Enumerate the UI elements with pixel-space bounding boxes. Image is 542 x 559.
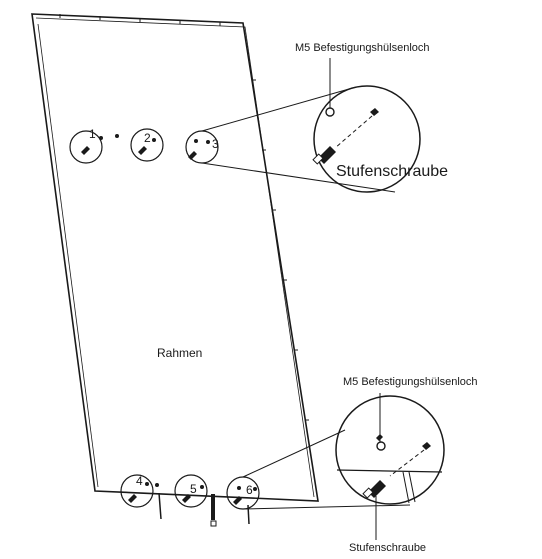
bottom-callout-label: M5 Befestigungshülsenloch [343,376,478,388]
svg-text:5: 5 [190,482,197,496]
hole-dot [155,483,159,487]
hole-dot [115,134,119,138]
bottom-detail-label: Stufenschraube [349,542,426,554]
marker-4: 4 [120,474,162,520]
marker-6: 6 [226,476,260,525]
top-detail-bubble: Stufenschraube [201,85,448,193]
frame-label: Rahmen [157,346,202,360]
bottom-detail-bubble [242,395,445,510]
svg-text:6: 6 [246,483,253,497]
top-callout: M5 Befestigungshülsenloch [295,42,430,108]
svg-text:2: 2 [144,131,151,145]
bottom-detail-callout: Stufenschraube [349,496,426,554]
marker-3: 3 [185,130,219,164]
svg-text:1: 1 [89,127,96,141]
top-detail-label: Stufenschraube [336,163,448,180]
marker-2: 2 [130,128,164,162]
bottom-callout: M5 Befestigungshülsenloch [343,376,478,442]
top-callout-label: M5 Befestigungshülsenloch [295,42,430,54]
svg-text:3: 3 [212,137,219,151]
frame-panel [31,13,319,502]
marker-5: 5 [174,474,217,527]
svg-text:4: 4 [136,474,143,488]
marker-1: 1 [69,127,103,164]
